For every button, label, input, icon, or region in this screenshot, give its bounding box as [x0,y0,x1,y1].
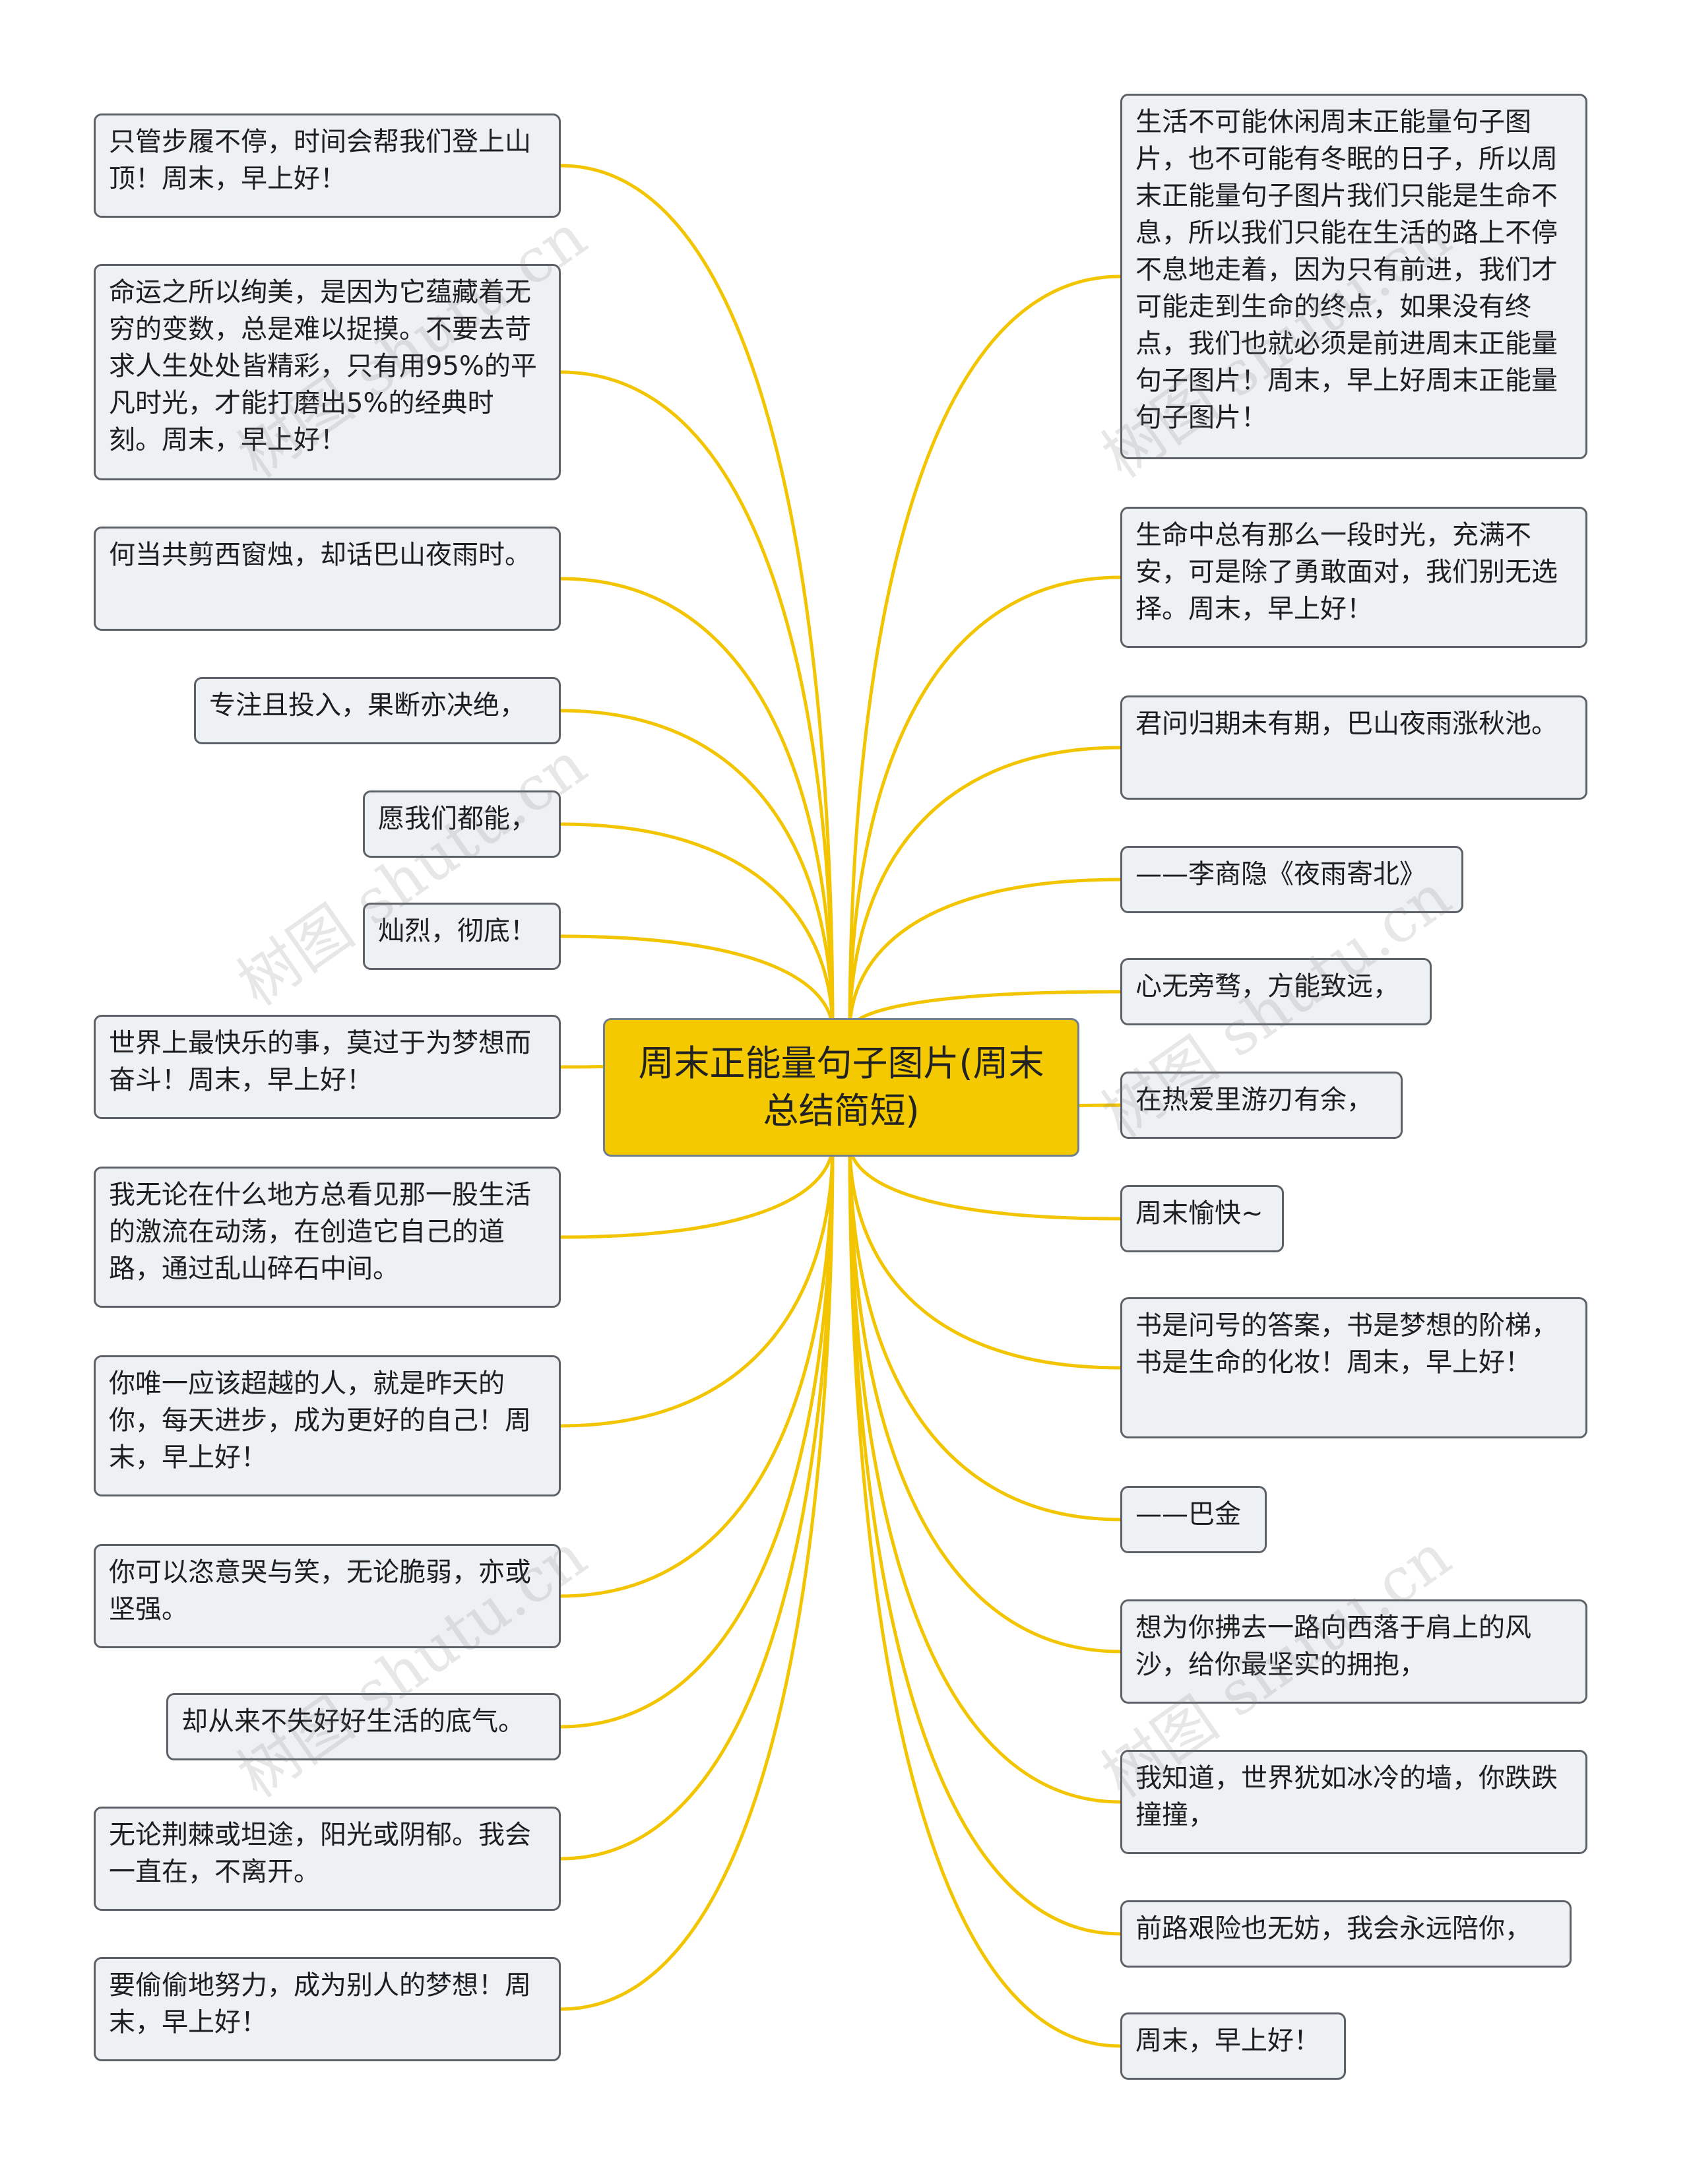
right-branch-node[interactable]: 在热爱里游刃有余， [1120,1072,1403,1139]
left-branch-node[interactable]: 愿我们都能， [363,790,561,858]
right-branch-node[interactable]: 前路艰险也无妨，我会永远陪你， [1120,1900,1572,1968]
right-branch-node[interactable]: 书是问号的答案，书是梦想的阶梯，书是生命的化妆！周末，早上好！ [1120,1297,1587,1438]
left-connector [560,1143,835,1239]
right-branch-node[interactable]: 心无旁骛，方能致远， [1120,958,1432,1025]
left-branch-node[interactable]: 灿烈，彻底！ [363,903,561,970]
right-branch-node[interactable]: ——李商隐《夜雨寄北》 [1120,846,1463,913]
right-connector [848,1143,1121,1221]
right-connector [848,274,1121,1032]
left-branch-node[interactable]: 何当共剪西窗烛，却话巴山夜雨时。 [94,527,561,631]
central-topic[interactable]: 周末正能量句子图片(周末总结简短) [603,1018,1079,1157]
right-branch-node[interactable]: 我知道，世界犹如冰冷的墙，你跌跌撞撞， [1120,1750,1587,1854]
left-connector [560,164,835,1032]
left-connector [560,1143,835,1428]
right-branch-node[interactable]: 生命中总有那么一段时光，充满不安，可是除了勇敢面对，我们别无选择。周末，早上好！ [1120,507,1587,648]
left-connector [560,1143,835,2011]
left-connector [560,577,835,1032]
right-connector [848,1143,1121,1804]
left-connector [560,1143,835,1861]
left-branch-node[interactable]: 却从来不失好好生活的底气。 [166,1693,561,1760]
left-branch-node[interactable]: 命运之所以绚美，是因为它蕴藏着无穷的变数，总是难以捉摸。不要去苛求人生处处皆精彩… [94,264,561,480]
left-branch-node[interactable]: 只管步履不停，时间会帮我们登上山顶！周末，早上好！ [94,113,561,218]
left-branch-node[interactable]: 你唯一应该超越的人，就是昨天的你，每天进步，成为更好的自己！周末，早上好！ [94,1355,561,1496]
left-branch-node[interactable]: 专注且投入，果断亦决绝， [194,677,561,744]
left-connector [560,1143,835,1729]
left-connector [560,934,835,1032]
right-connector [848,1143,1121,2048]
right-branch-node[interactable]: 君问归期未有期，巴山夜雨涨秋池。 [1120,695,1587,800]
left-branch-node[interactable]: 无论荆棘或坦途，阳光或阴郁。我会一直在，不离开。 [94,1807,561,1911]
right-branch-node[interactable]: 周末，早上好！ [1120,2012,1346,2080]
left-connector [560,709,835,1032]
left-connector [560,822,835,1032]
right-connector [848,878,1121,1032]
right-branch-node[interactable]: ——巴金 [1120,1486,1267,1553]
left-connector [560,370,835,1032]
left-branch-node[interactable]: 你可以恣意哭与笑，无论脆弱，亦或坚强。 [94,1544,561,1648]
left-connector [560,1143,835,1598]
left-branch-node[interactable]: 要偷偷地努力，成为别人的梦想！周末，早上好！ [94,1957,561,2061]
right-connector [848,1143,1121,1370]
right-connector [848,746,1121,1032]
left-branch-node[interactable]: 我无论在什么地方总看见那一股生活的激流在动荡，在创造它自己的道路，通过乱山碎石中… [94,1167,561,1308]
right-branch-node[interactable]: 想为你拂去一路向西落于肩上的风沙，给你最坚实的拥抱， [1120,1599,1587,1704]
right-connector [848,1143,1121,1654]
right-connector [848,1143,1121,1522]
right-branch-node[interactable]: 周末愉快~ [1120,1185,1284,1252]
left-branch-node[interactable]: 世界上最快乐的事，莫过于为梦想而奋斗！周末，早上好！ [94,1015,561,1119]
right-branch-node[interactable]: 生活不可能休闲周末正能量句子图片，也不可能有冬眠的日子，所以周末正能量句子图片我… [1120,94,1587,459]
right-connector [848,575,1121,1032]
